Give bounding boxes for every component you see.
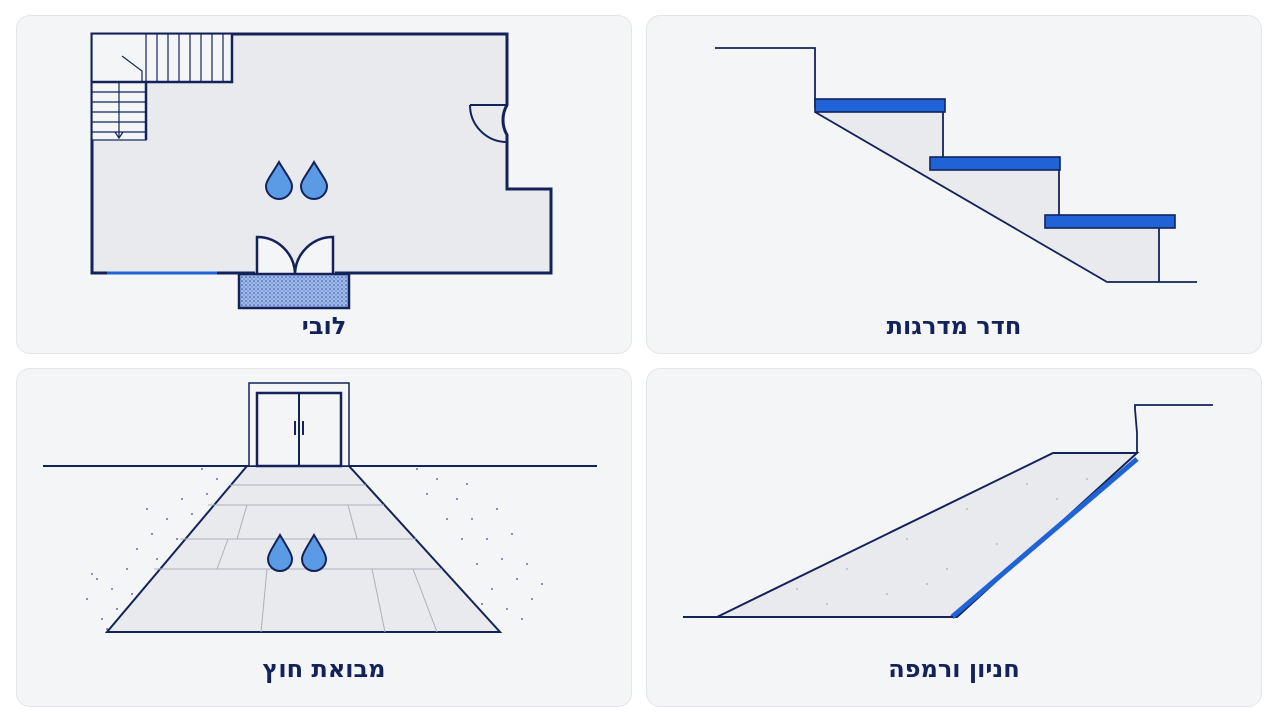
panel-label-parking-ramp: חניון ורמפה [888, 655, 1020, 683]
panel-outdoor-entrance: מבואת חוץ [16, 368, 632, 707]
stair-treads [814, 98, 1176, 229]
stair-corner [91, 33, 234, 141]
entrance-double-door [255, 235, 335, 275]
panel-parking-ramp: חניון ורמפה [646, 368, 1262, 707]
lobby-floorplan [90, 32, 553, 310]
glass-double-door [248, 382, 350, 468]
stairwell-section [715, 47, 1197, 283]
outdoor-entrance-perspective [43, 382, 597, 633]
ramp-surface [716, 452, 1140, 618]
water-drop-icon [266, 533, 328, 572]
walkway [104, 465, 503, 633]
door-mat [237, 272, 351, 310]
gravel-dots [86, 468, 543, 630]
panel-label-stairwell: חדר מדרגות [886, 312, 1022, 340]
panel-label-lobby: לובי [301, 312, 347, 340]
ramp-edge-accent [950, 457, 1139, 619]
side-door [469, 104, 508, 143]
panel-lobby: לובי [16, 15, 632, 354]
panel-stairwell: חדר מדרגות [646, 15, 1262, 354]
parking-ramp-section [683, 404, 1213, 619]
water-drop-icon [264, 160, 329, 200]
panel-label-outdoor-entrance: מבואת חוץ [262, 655, 386, 683]
